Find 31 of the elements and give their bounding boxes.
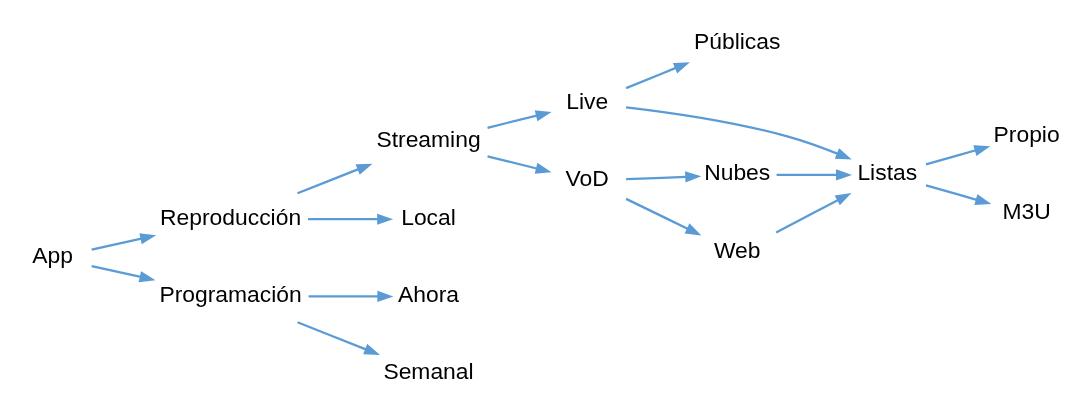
node-text: Ahora bbox=[398, 280, 460, 307]
arrow bbox=[487, 110, 552, 129]
arrow bbox=[775, 192, 852, 234]
arrow bbox=[308, 213, 394, 225]
arrow bbox=[776, 169, 853, 181]
node-text: Streaming bbox=[376, 126, 481, 153]
node-text: Web bbox=[713, 236, 761, 263]
arrow bbox=[91, 233, 157, 251]
node-text: App bbox=[32, 242, 74, 269]
arrow bbox=[925, 145, 991, 166]
arrow bbox=[625, 62, 690, 90]
arrow bbox=[625, 197, 702, 236]
arrow bbox=[487, 155, 552, 174]
node-text: Reproducción bbox=[160, 203, 302, 230]
node-text: Nubes bbox=[704, 159, 771, 186]
node-text: VoD bbox=[565, 165, 609, 192]
node-text: Live bbox=[566, 87, 609, 114]
arrow bbox=[91, 264, 156, 283]
arrow bbox=[626, 171, 702, 183]
node-text: Local bbox=[401, 203, 456, 230]
node-text: Semanal bbox=[383, 357, 474, 384]
arrow bbox=[297, 163, 373, 195]
arrow bbox=[625, 106, 852, 160]
node-text: Públicas bbox=[694, 27, 781, 54]
node-text: Propio bbox=[993, 120, 1060, 147]
arrow bbox=[308, 290, 394, 302]
arrow bbox=[297, 321, 381, 355]
arrow bbox=[925, 184, 992, 205]
node-text: Programación bbox=[159, 280, 302, 307]
node-text: M3U bbox=[1002, 197, 1051, 224]
node-text: Listas bbox=[857, 159, 918, 186]
